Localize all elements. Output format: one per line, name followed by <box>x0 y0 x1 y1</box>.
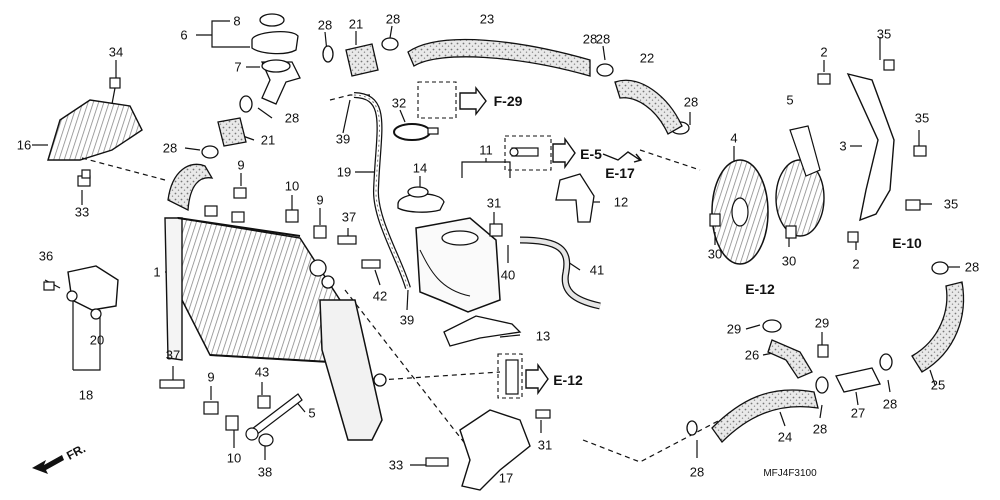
callout: 35 <box>914 110 930 126</box>
callout: 10 <box>284 178 300 194</box>
fasteners <box>159 187 551 467</box>
callout: 26 <box>744 347 760 363</box>
callout: 10 <box>226 450 242 466</box>
callout: 21 <box>260 132 276 148</box>
fan-shroud <box>846 72 895 222</box>
callout: 23 <box>479 11 495 27</box>
callout: 4 <box>730 130 738 146</box>
leader-lines <box>32 20 960 466</box>
ref-e12-right: E-12 <box>745 281 775 297</box>
bolt-33-upper <box>77 169 91 187</box>
callout: 5 <box>308 405 316 421</box>
callout: 2 <box>852 256 860 272</box>
callout: 24 <box>777 429 793 445</box>
callout: 16 <box>16 137 32 153</box>
callout: 28 <box>882 396 898 412</box>
callout: 27 <box>850 405 866 421</box>
callout: 31 <box>537 437 553 453</box>
callout: 37 <box>165 347 181 363</box>
callout: 39 <box>399 312 415 328</box>
callout: 12 <box>613 194 629 210</box>
callout: 30 <box>781 253 797 269</box>
callout: 31 <box>486 195 502 211</box>
callout: 35 <box>876 26 892 42</box>
callout: 17 <box>498 470 514 486</box>
callout: 8 <box>233 13 241 29</box>
callout: 28 <box>162 140 178 156</box>
callout: 25 <box>930 377 946 393</box>
callout: 43 <box>254 364 270 380</box>
callout: 9 <box>237 157 245 173</box>
callout: 29 <box>726 321 742 337</box>
front-direction-arrow <box>32 455 64 474</box>
callout: 28 <box>317 17 333 33</box>
callout: 1 <box>153 264 161 280</box>
callout: 20 <box>89 332 105 348</box>
callout: 9 <box>316 192 324 208</box>
ref-e5: E-5 <box>580 146 602 162</box>
reference-boxes <box>417 81 552 399</box>
radiator <box>164 163 387 441</box>
callout: 28 <box>683 94 699 110</box>
callout: 11 <box>479 142 493 158</box>
callout: 28 <box>385 11 401 27</box>
callout: 39 <box>335 131 351 147</box>
callout: 32 <box>391 95 407 111</box>
callout: 2 <box>820 44 828 60</box>
callout: 29 <box>814 315 830 331</box>
hose-upper <box>407 38 591 77</box>
ref-e10: E-10 <box>892 235 922 251</box>
callout: 13 <box>535 328 551 344</box>
callout: 28 <box>582 31 598 47</box>
cap-seal <box>251 30 299 55</box>
callout: 7 <box>234 59 242 75</box>
callout: 28 <box>964 259 980 275</box>
callout: 35 <box>943 196 959 212</box>
callout: 28 <box>689 464 705 480</box>
callout: 33 <box>388 457 404 473</box>
hose-clamps <box>201 37 949 436</box>
reserve-tank <box>415 217 501 313</box>
callout: 18 <box>78 387 94 403</box>
callout: 3 <box>839 138 847 154</box>
callout: 41 <box>589 262 605 278</box>
ref-f29: F-29 <box>493 93 523 109</box>
callout: 28 <box>812 421 828 437</box>
upper-bracket <box>47 99 143 161</box>
ref-e17: E-17 <box>605 165 635 181</box>
diagram-code: MFJ4F3100 <box>763 468 817 479</box>
side-bracket <box>67 265 119 311</box>
callout: 19 <box>336 164 352 180</box>
callout: 21 <box>348 16 364 32</box>
ref-e12-center: E-12 <box>553 372 583 388</box>
callout: 5 <box>786 92 794 108</box>
callout: 34 <box>108 44 124 60</box>
bolt-34 <box>109 77 121 105</box>
reference-arrows <box>459 85 643 396</box>
callout: 6 <box>180 27 188 43</box>
hose-right <box>614 79 683 135</box>
callout: 37 <box>341 209 357 225</box>
callout: 22 <box>639 50 655 66</box>
filler-neck <box>260 61 301 105</box>
callout: 42 <box>372 288 388 304</box>
callout: 38 <box>257 464 273 480</box>
callout: 40 <box>500 267 516 283</box>
callout: 33 <box>74 204 90 220</box>
callout: 9 <box>207 369 215 385</box>
callout: 28 <box>284 110 300 126</box>
callout: 30 <box>707 246 723 262</box>
callout: 28 <box>595 31 611 47</box>
radiator-cap <box>259 13 285 27</box>
callout: 36 <box>38 248 54 264</box>
callout: 14 <box>412 160 428 176</box>
